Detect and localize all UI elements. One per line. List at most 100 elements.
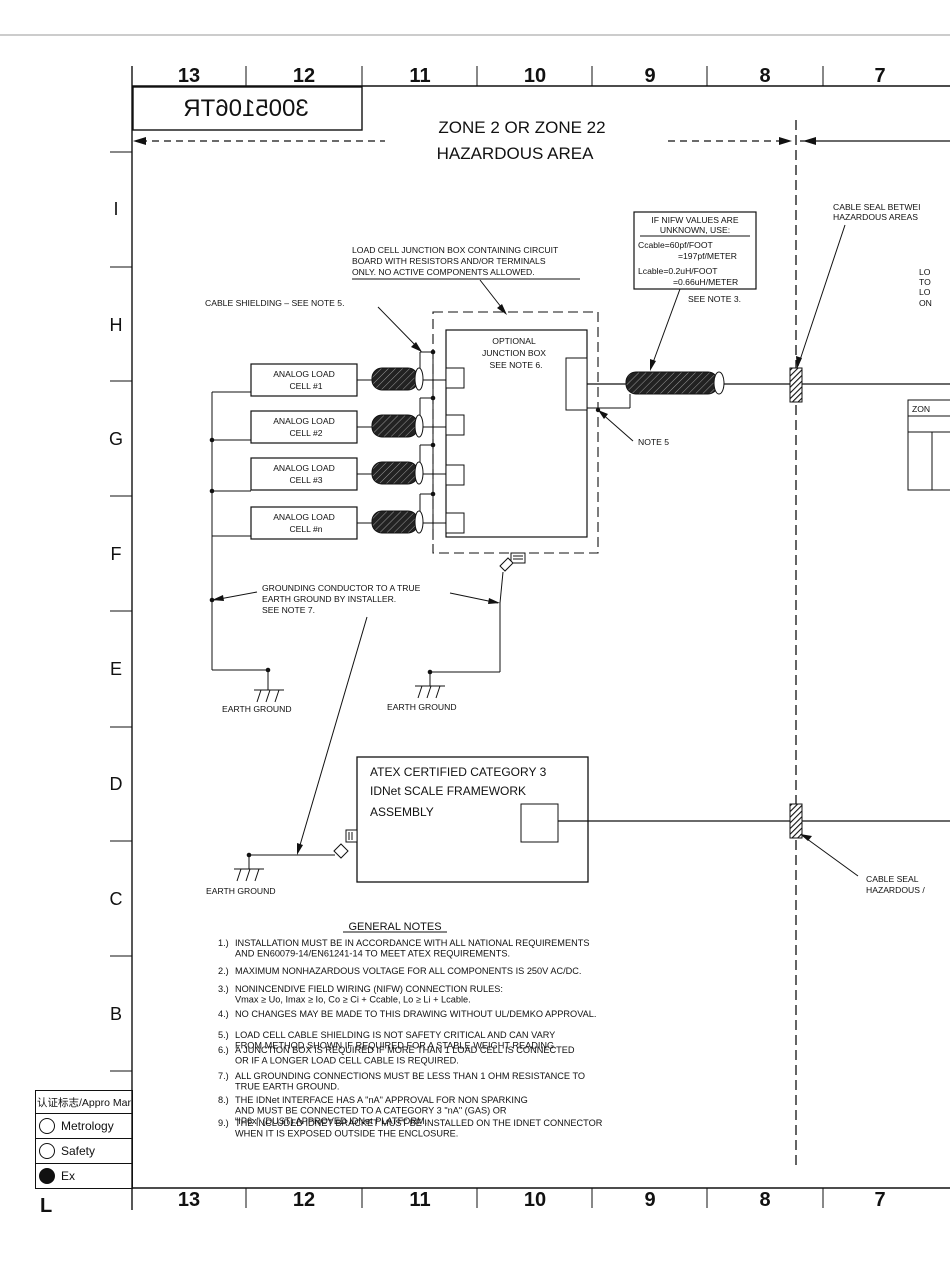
svg-text:IF NIFW VALUES ARE: IF NIFW VALUES ARE	[651, 215, 738, 225]
cable-seal-bottom-callout: CABLE SEAL HAZARDOUS /	[800, 834, 925, 895]
svg-text:TO: TO	[919, 277, 931, 287]
row-label: H	[110, 315, 123, 335]
note-number: 9.)	[218, 1118, 229, 1128]
svg-text:LO: LO	[919, 287, 931, 297]
col-label-bottom: 11	[409, 1189, 430, 1211]
grounding-callout: GROUNDING CONDUCTOR TO A TRUE EARTH GROU…	[212, 583, 500, 855]
note-text: Vmax ≥ Uo, Imax ≥ Io, Co ≥ Ci + Ccable, …	[235, 995, 471, 1005]
col-label-bottom: 7	[874, 1189, 885, 1211]
right-clipped-table: ZON	[907, 399, 950, 491]
note-text: MAXIMUM NONHAZARDOUS VOLTAGE FOR ALL COM…	[235, 966, 581, 976]
svg-text:ATEX CERTIFIED CATEGORY 3: ATEX CERTIFIED CATEGORY 3	[370, 765, 547, 779]
svg-text:LO: LO	[919, 267, 931, 277]
earth-ground-bottom: EARTH GROUND	[206, 855, 276, 896]
svg-text:EARTH GROUND: EARTH GROUND	[387, 702, 457, 712]
note-text: FROM METHOD SHOWN IF REQUIRED FOR A STAB…	[235, 1041, 557, 1051]
svg-text:ZON: ZON	[912, 404, 930, 414]
svg-text:HAZARDOUS /: HAZARDOUS /	[866, 885, 925, 895]
jbox-ground-dot	[427, 669, 433, 675]
note-text: THE IDNet INTERFACE HAS A "nA" APPROVAL …	[235, 1095, 528, 1105]
col-label-top: 10	[524, 65, 546, 87]
column-labels: 13 12 11 10 9 8 7 13 12 11 10 9 8 7	[178, 65, 886, 1211]
idnet-bracket	[249, 829, 358, 859]
atex-box: ATEX CERTIFIED CATEGORY 3 IDNet SCALE FR…	[356, 756, 950, 883]
drawing-number-mirrored: 3005106TR	[183, 95, 308, 122]
col-label-top: 13	[178, 65, 200, 87]
svg-text:SEE NOTE 6.: SEE NOTE 6.	[489, 360, 542, 370]
note-text: TRUE EARTH GROUND.	[235, 1082, 339, 1092]
svg-text:Lcable=0.2uH/FOOT: Lcable=0.2uH/FOOT	[638, 266, 718, 276]
jbox-ground-bracket	[429, 552, 526, 686]
legend-row-safety: Safety	[35, 1139, 133, 1164]
svg-text:CELL #3: CELL #3	[289, 475, 322, 485]
svg-text:ON: ON	[919, 298, 932, 308]
svg-text:BOARD WITH RESISTORS AND/OR TE: BOARD WITH RESISTORS AND/OR TERMINALS	[352, 256, 546, 266]
legend-header: 认证标志/Appro Mark	[35, 1090, 133, 1114]
svg-text:EARTH GROUND: EARTH GROUND	[206, 886, 276, 896]
note5-callout: NOTE 5	[598, 410, 669, 447]
row-label: C	[110, 889, 123, 909]
filled-circle-icon	[39, 1168, 55, 1184]
svg-text:ANALOG LOAD: ANALOG LOAD	[273, 463, 335, 473]
left-bus-dots	[209, 437, 271, 673]
corner-mark: L	[40, 1195, 52, 1217]
note-text: OR IF A LONGER LOAD CELL CABLE IS REQUIR…	[235, 1056, 459, 1066]
note-text: LOAD CELL CABLE SHIELDING IS NOT SAFETY …	[235, 1030, 555, 1040]
note-text: ALL GROUNDING CONNECTIONS MUST BE LESS T…	[235, 1071, 585, 1081]
note-text: A JUNCTION BOX IS REQUIRED IF MORE THAN …	[235, 1045, 575, 1055]
general-notes-title: GENERAL NOTES	[348, 921, 441, 933]
note-text: INSTALLATION MUST BE IN ACCORDANCE WITH …	[235, 938, 589, 948]
note-number: 6.)	[218, 1045, 229, 1055]
cable-seal-top-callout: CABLE SEAL BETWEI HAZARDOUS AREAS LO TO …	[796, 202, 932, 369]
svg-text:CELL #n: CELL #n	[289, 524, 322, 534]
general-notes: GENERAL NOTES 1.)INSTALLATION MUST BE IN…	[218, 921, 603, 1139]
col-label-top: 8	[759, 65, 770, 87]
col-label-top: 12	[293, 65, 315, 87]
svg-text:OPTIONAL: OPTIONAL	[492, 336, 536, 346]
empty-circle-icon	[39, 1143, 55, 1159]
load-cell-n: ANALOG LOAD CELL #n	[250, 506, 358, 540]
earth-ground-middle: EARTH GROUND	[387, 685, 457, 712]
col-label-top: 9	[644, 65, 655, 87]
svg-text:UNKNOWN, USE:: UNKNOWN, USE:	[660, 225, 730, 235]
row-label: G	[109, 429, 123, 449]
legend-row-ex: Ex	[35, 1164, 133, 1189]
svg-text:CELL #1: CELL #1	[289, 381, 322, 391]
row-label: B	[110, 1004, 122, 1024]
note-number: 2.)	[218, 966, 229, 976]
note-number: 7.)	[218, 1071, 229, 1081]
note-text: NO CHANGES MAY BE MADE TO THIS DRAWING W…	[235, 1009, 596, 1019]
row-labels: I H G F E D C B L	[40, 199, 123, 1217]
load-cell-cables	[357, 351, 446, 540]
drawing-frame	[110, 66, 950, 1210]
note-number: 8.)	[218, 1095, 229, 1105]
note-text: NONINCENDIVE FIELD WIRING (NIFW) CONNECT…	[235, 984, 503, 994]
note-text: THE INCLUDED IDNET BRACKET MUST BE INSTA…	[235, 1118, 603, 1128]
note-text: AND EN60079-14/EN61241-14 TO MEET ATEX R…	[235, 949, 510, 959]
note-text: AND MUST BE CONNECTED TO A CATEGORY 3 "n…	[235, 1106, 507, 1116]
legend-row-metrology: Metrology	[35, 1114, 133, 1139]
zone-title: ZONE 2 OR ZONE 22	[438, 118, 605, 137]
main-cable	[587, 367, 950, 413]
svg-text:ASSEMBLY: ASSEMBLY	[370, 805, 434, 819]
svg-text:SEE NOTE 3.: SEE NOTE 3.	[688, 294, 741, 304]
note-text: WHEN IT IS EXPOSED OUTSIDE THE ENCLOSURE…	[235, 1129, 458, 1139]
load-cell-1: ANALOG LOAD CELL #1	[250, 363, 358, 397]
svg-text:LOAD CELL JUNCTION BOX CONTAIN: LOAD CELL JUNCTION BOX CONTAINING CIRCUI…	[352, 245, 559, 255]
svg-text:ANALOG LOAD: ANALOG LOAD	[273, 416, 335, 426]
row-label: I	[113, 199, 118, 219]
row-label: E	[110, 659, 122, 679]
note-text: "IP6x" (DUST) APPROVED IDNet PLATFORM.	[235, 1116, 427, 1126]
svg-text:JUNCTION BOX: JUNCTION BOX	[482, 348, 546, 358]
svg-text:EARTH GROUND BY INSTALLER.: EARTH GROUND BY INSTALLER.	[262, 594, 396, 604]
svg-text:ANALOG LOAD: ANALOG LOAD	[273, 369, 335, 379]
svg-text:CELL #2: CELL #2	[289, 428, 322, 438]
svg-text:Ccable=60pf/FOOT: Ccable=60pf/FOOT	[638, 240, 714, 250]
svg-text:CABLE SEAL: CABLE SEAL	[866, 874, 919, 884]
svg-text:CABLE SEAL BETWEI: CABLE SEAL BETWEI	[833, 202, 921, 212]
zone-subtitle: HAZARDOUS AREA	[437, 144, 594, 163]
col-label-bottom: 9	[644, 1189, 655, 1211]
drawing-number-box: 3005106TR	[132, 86, 363, 131]
svg-text:NOTE 5: NOTE 5	[638, 437, 669, 447]
